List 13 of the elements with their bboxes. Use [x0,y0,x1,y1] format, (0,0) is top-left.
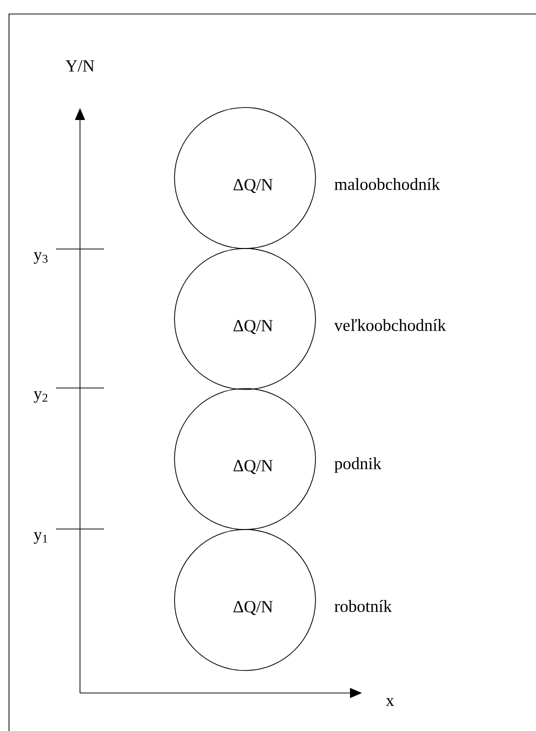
tick-label: y$_{2}$ [34,391,48,403]
node-label: robotník [334,600,392,612]
node-label: veľkoobchodník [334,319,446,331]
circle-node: ΔQ/N [174,529,316,671]
node-label: podnik [334,457,382,473]
tick-label: y$_{1}$ [34,532,48,544]
axis-label: Y/N [66,60,94,72]
node-label: maloobchodník [334,178,440,190]
circle-node: ΔQ/N [174,107,316,249]
circle-node: ΔQ/N [174,248,316,390]
circle-node: ΔQ/N [174,388,316,530]
axis-label: x [386,698,394,706]
tick-label: y$_{3}$ [34,252,48,264]
